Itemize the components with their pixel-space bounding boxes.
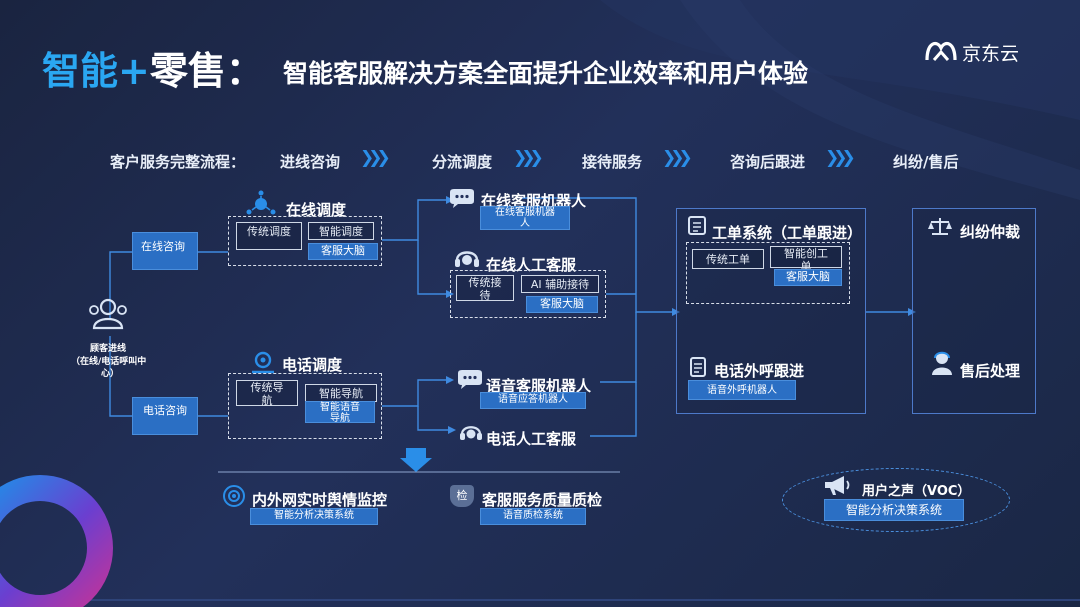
megaphone-icon — [825, 476, 850, 495]
voc-ellipse — [782, 468, 1010, 532]
ticket-group — [686, 242, 850, 304]
service-brain-tag: 客服大脑 — [308, 243, 378, 260]
flow-step-1: 进线咨询 — [280, 153, 341, 171]
aftersale-agent-icon — [932, 351, 952, 375]
chevron-right-icon: ❯❯❯ — [825, 148, 856, 168]
ticket-clipboard-icon — [688, 216, 706, 235]
sentiment-monitoring-tag: 智能分析决策系统 — [250, 508, 378, 525]
outbound-robot-tag: 语音外呼机器人 — [688, 380, 796, 400]
service-brain-tag: 客服大脑 — [526, 296, 598, 313]
traditional-ticket-box: 传统工单 — [692, 249, 764, 269]
voice-bot-title: 语音客服机器人 — [486, 377, 592, 395]
online-dispatch-group — [228, 216, 382, 266]
aftersale-title: 售后处理 — [960, 362, 1021, 380]
phone-dispatch-group — [228, 373, 382, 439]
quality-inspection-title: 客服服务质量质检 — [482, 491, 603, 509]
traditional-dispatch-box: 传统调度 — [236, 222, 302, 250]
chevron-right-icon: ❯❯❯ — [662, 148, 693, 168]
phone-dispatch-title: 电话调度 — [282, 356, 343, 374]
headset-agent-icon — [455, 251, 479, 267]
phone-agent-icon — [460, 426, 482, 440]
outbound-followup-title: 电话外呼跟进 — [714, 362, 805, 380]
dispute-panel — [912, 208, 1036, 414]
dispute-arbitration-title: 纠纷仲裁 — [960, 223, 1021, 241]
network-hub-icon — [246, 190, 276, 215]
quality-check-shield-icon: 检 — [450, 485, 474, 507]
scales-justice-icon — [928, 218, 952, 235]
flow-step-2: 分流调度 — [432, 153, 493, 171]
sentiment-monitoring-title: 内外网实时舆情监控 — [252, 491, 388, 509]
page-subtitle: 智能客服解决方案全面提升企业效率和用户体验 — [283, 59, 809, 88]
voc-title: 用户之声（VOC） — [862, 484, 971, 499]
smart-navigation-box: 智能导航 — [305, 384, 377, 402]
page-title: 智能+零售： — [42, 40, 264, 95]
online-dispatch-title: 在线调度 — [286, 201, 347, 219]
flow-step-4: 咨询后跟进 — [730, 153, 806, 171]
customer-label-2: （在线/电话呼叫中 — [71, 357, 147, 367]
flow-step-5: 纠纷/售后 — [893, 153, 959, 171]
service-brain-tag: 客服大脑 — [774, 269, 842, 286]
traditional-navigation-box: 传统导航 — [236, 380, 298, 407]
title-part-b: 零售： — [149, 49, 264, 93]
voc-tag: 智能分析决策系统 — [824, 499, 964, 521]
online-human-title: 在线人工客服 — [486, 256, 577, 274]
phone-inquiry-box: 电话咨询 — [132, 397, 198, 435]
smart-dispatch-box: 智能调度 — [308, 222, 374, 240]
brand-logo-text: 京东云 — [962, 43, 1020, 65]
customer-label-1: 顾客进线 — [90, 344, 127, 354]
online-human-group — [450, 270, 606, 318]
phone-human-title: 电话人工客服 — [486, 430, 577, 448]
outbound-call-document-icon — [690, 357, 706, 377]
title-part-a: 智能+ — [42, 49, 150, 93]
traditional-reception-box: 传统接待 — [456, 275, 514, 302]
smart-ticket-box: 智能创工单 — [770, 246, 842, 273]
customer-group-icon — [89, 298, 127, 330]
corner-ring-decoration — [0, 475, 113, 607]
voice-bot-tag: 语音应答机器人 — [480, 392, 586, 409]
smart-voice-navigation-tag: 智能语音导航 — [305, 401, 375, 424]
chevron-right-icon: ❯❯❯ — [513, 148, 544, 168]
ticket-system-title: 工单系统（工单跟进） — [712, 224, 863, 242]
phone-navigation-icon — [252, 351, 274, 374]
ai-assisted-reception-box: AI 辅助接待 — [521, 275, 599, 293]
customer-label-3: 心） — [101, 369, 120, 379]
chevron-right-icon: ❯❯❯ — [360, 148, 391, 168]
broadcast-monitor-icon — [223, 485, 245, 507]
flow-step-3: 接待服务 — [582, 153, 643, 171]
chatbot-bubble-icon — [450, 189, 474, 208]
online-bot-title: 在线客服机器人 — [481, 192, 587, 210]
jdcloud-logo-icon — [925, 41, 957, 61]
online-inquiry-box: 在线咨询 — [132, 232, 198, 270]
online-bot-tag: 在线客服机器人 — [480, 206, 570, 230]
brand-logo: 京东云 — [924, 36, 1044, 66]
flow-label: 客户服务完整流程： — [110, 153, 246, 171]
quality-inspection-tag: 语音质检系统 — [480, 508, 586, 525]
voice-bot-bubble-icon — [458, 370, 482, 389]
